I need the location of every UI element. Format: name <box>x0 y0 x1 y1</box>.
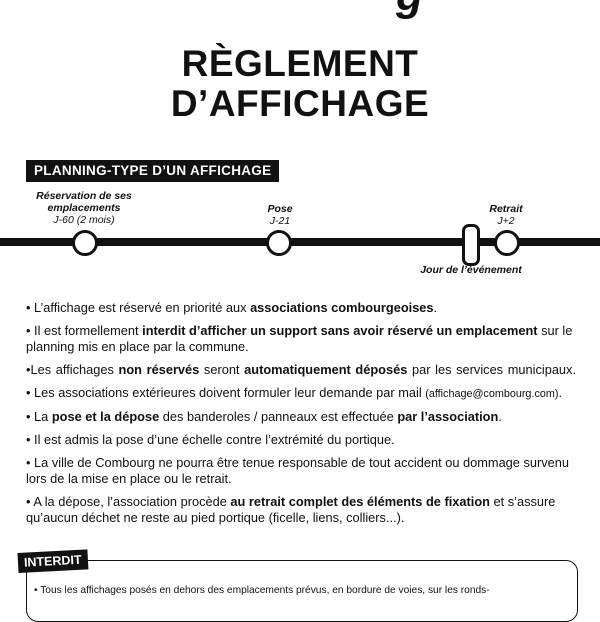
timeline-step-retrait: Retrait J+2 <box>466 203 546 227</box>
page-title-line1: RÈGLEMENT <box>181 43 419 84</box>
rule-text: • Il est formellement <box>26 323 143 338</box>
timeline-node-pose <box>266 230 292 256</box>
timeline-step-sub: J-21 <box>269 215 291 227</box>
rule-text: par les services municipaux. <box>407 362 577 377</box>
rule-text: • La ville de Combourg ne pourra être te… <box>26 455 569 486</box>
rule-emphasis: interdit d’afficher un support sans avoi… <box>142 323 538 338</box>
planning-section-label: PLANNING-TYPE D’UN AFFICHAGE <box>26 160 280 182</box>
rule-emphasis: par l’association <box>397 409 499 424</box>
rule-text: . <box>558 385 562 400</box>
rule-item: • Les associations extérieures doivent f… <box>26 385 576 402</box>
rules-list: • L’affichage est réservé en priorité au… <box>26 300 576 533</box>
interdit-text: • Tous les affichages posés en dehors de… <box>34 585 490 596</box>
timeline-line <box>0 238 600 246</box>
timeline-event-label: Jour de l’événement <box>420 264 522 276</box>
rule-item: • La pose et la dépose des banderoles / … <box>26 409 576 425</box>
page-title-line2: D’AFFICHAGE <box>170 83 430 124</box>
rule-text: • A la dépose, l’association procède <box>26 494 231 509</box>
rule-emphasis: pose et la dépose <box>51 409 160 424</box>
interdit-label: INTERDIT <box>17 549 89 573</box>
timeline-event-marker <box>462 224 480 266</box>
rule-text: • Il est admis la pose d’une échelle con… <box>26 432 395 447</box>
timeline-step-pose: Pose J-21 <box>240 203 320 227</box>
rule-text: (affichage@combourg.com) <box>425 388 559 400</box>
rule-emphasis: automatiquement déposés <box>244 362 408 377</box>
timeline-step-title: Retrait <box>489 203 523 215</box>
rule-text: • La <box>26 409 52 424</box>
rule-text: seront <box>199 362 245 377</box>
rule-text: •Les affichages <box>26 362 119 377</box>
timeline-node-reservation <box>72 230 98 256</box>
rule-item: • Il est formellement interdit d’affiche… <box>26 323 576 355</box>
rule-text: sur le planning mis en place par la comm… <box>26 323 573 354</box>
header-fragment: g <box>396 0 423 18</box>
rule-emphasis: non réservés <box>118 362 200 377</box>
rule-text: et s’assure qu’aucun déchet ne reste au … <box>26 494 556 525</box>
timeline-step-sub: J+2 <box>497 215 515 227</box>
rule-text: . <box>498 409 502 424</box>
rule-emphasis: au retrait complet des éléments de fixat… <box>230 494 490 509</box>
timeline-step-sub: J-60 (2 mois) <box>53 214 115 226</box>
rule-text: • L’affichage est réservé en priorité au… <box>26 300 251 315</box>
rule-item: •Les affichages non réservés seront auto… <box>26 362 576 378</box>
rule-emphasis: associations combourgeoises <box>250 300 434 315</box>
rule-text: • Les associations extérieures doivent f… <box>26 385 426 400</box>
rule-text: des banderoles / panneaux est effectuée <box>159 409 398 424</box>
rule-item: • A la dépose, l’association procède au … <box>26 494 576 526</box>
timeline-step-title: Pose <box>267 203 293 215</box>
rule-text: . <box>433 300 438 315</box>
timeline-node-retrait <box>494 230 520 256</box>
rule-item: • Il est admis la pose d’une échelle con… <box>26 432 576 448</box>
rule-item: • La ville de Combourg ne pourra être te… <box>26 455 576 487</box>
timeline-step-reservation: Réservation de ses emplacements J-60 (2 … <box>20 190 148 226</box>
rule-item: • L’affichage est réservé en priorité au… <box>26 300 576 316</box>
timeline-step-title: Réservation de ses emplacements <box>36 190 132 214</box>
